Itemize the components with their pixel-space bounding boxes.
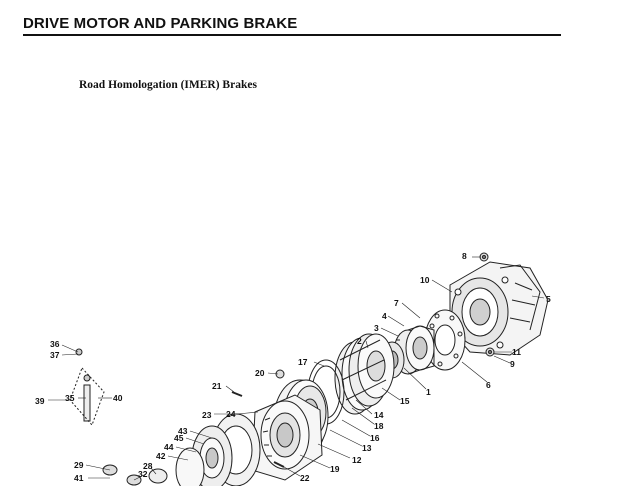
callout-23: 23: [202, 410, 212, 420]
callout-20: 20: [255, 368, 265, 378]
callout-11: 11: [512, 347, 521, 357]
callout-39: 39: [35, 396, 45, 406]
page-title: DRIVE MOTOR AND PARKING BRAKE: [23, 15, 298, 32]
callout-44: 44: [164, 442, 174, 452]
callout-17: 17: [298, 357, 308, 367]
callout-6: 6: [486, 380, 491, 390]
callout-32: 32: [138, 469, 148, 479]
leader-lines: [48, 256, 545, 481]
bolt-21-part: [231, 391, 243, 397]
callout-12: 12: [352, 455, 362, 465]
piston-cover-part: [251, 394, 323, 481]
title-rule: [23, 34, 561, 36]
disc-pack-part: [334, 333, 395, 415]
bolt-11-part: [485, 347, 495, 357]
callout-43: 43: [178, 426, 188, 436]
callout-22: 22: [300, 473, 310, 483]
callout-4: 4: [382, 311, 387, 321]
bleed-screw-part: [69, 348, 105, 426]
callout-2: 2: [357, 336, 362, 346]
callout-35: 35: [65, 393, 75, 403]
callout-41: 41: [74, 473, 84, 483]
callout-9: 9: [510, 359, 515, 369]
bolt-22-part: [273, 461, 285, 468]
callout-29: 29: [74, 460, 84, 470]
callout-40: 40: [113, 393, 123, 403]
callout-8: 8: [462, 251, 467, 261]
callout-19: 19: [330, 464, 340, 474]
callout-24: 24: [226, 409, 236, 419]
small-fittings-part: [102, 464, 168, 486]
callout-3: 3: [374, 323, 379, 333]
callout-42: 42: [156, 451, 166, 461]
callout-16: 16: [370, 433, 380, 443]
callout-37: 37: [50, 350, 60, 360]
callout-7: 7: [394, 298, 399, 308]
callout-15: 15: [400, 396, 410, 406]
callout-36: 36: [50, 339, 60, 349]
callout-13: 13: [362, 443, 372, 453]
bolt-8-part: [479, 252, 489, 262]
callout-labels: 8 10 5 7 4 3 2 1 6 11 9 15 14 18 16 13 1…: [35, 251, 551, 483]
callout-45: 45: [174, 433, 184, 443]
callout-21: 21: [212, 381, 222, 391]
callout-1: 1: [426, 387, 431, 397]
callout-28: 28: [143, 461, 153, 471]
callout-10: 10: [420, 275, 430, 285]
callout-14: 14: [374, 410, 384, 420]
front-ring-part: [175, 413, 261, 486]
section-subtitle: Road Homologation (IMER) Brakes: [79, 79, 257, 91]
callout-18: 18: [374, 421, 384, 431]
callout-5: 5: [546, 294, 551, 304]
